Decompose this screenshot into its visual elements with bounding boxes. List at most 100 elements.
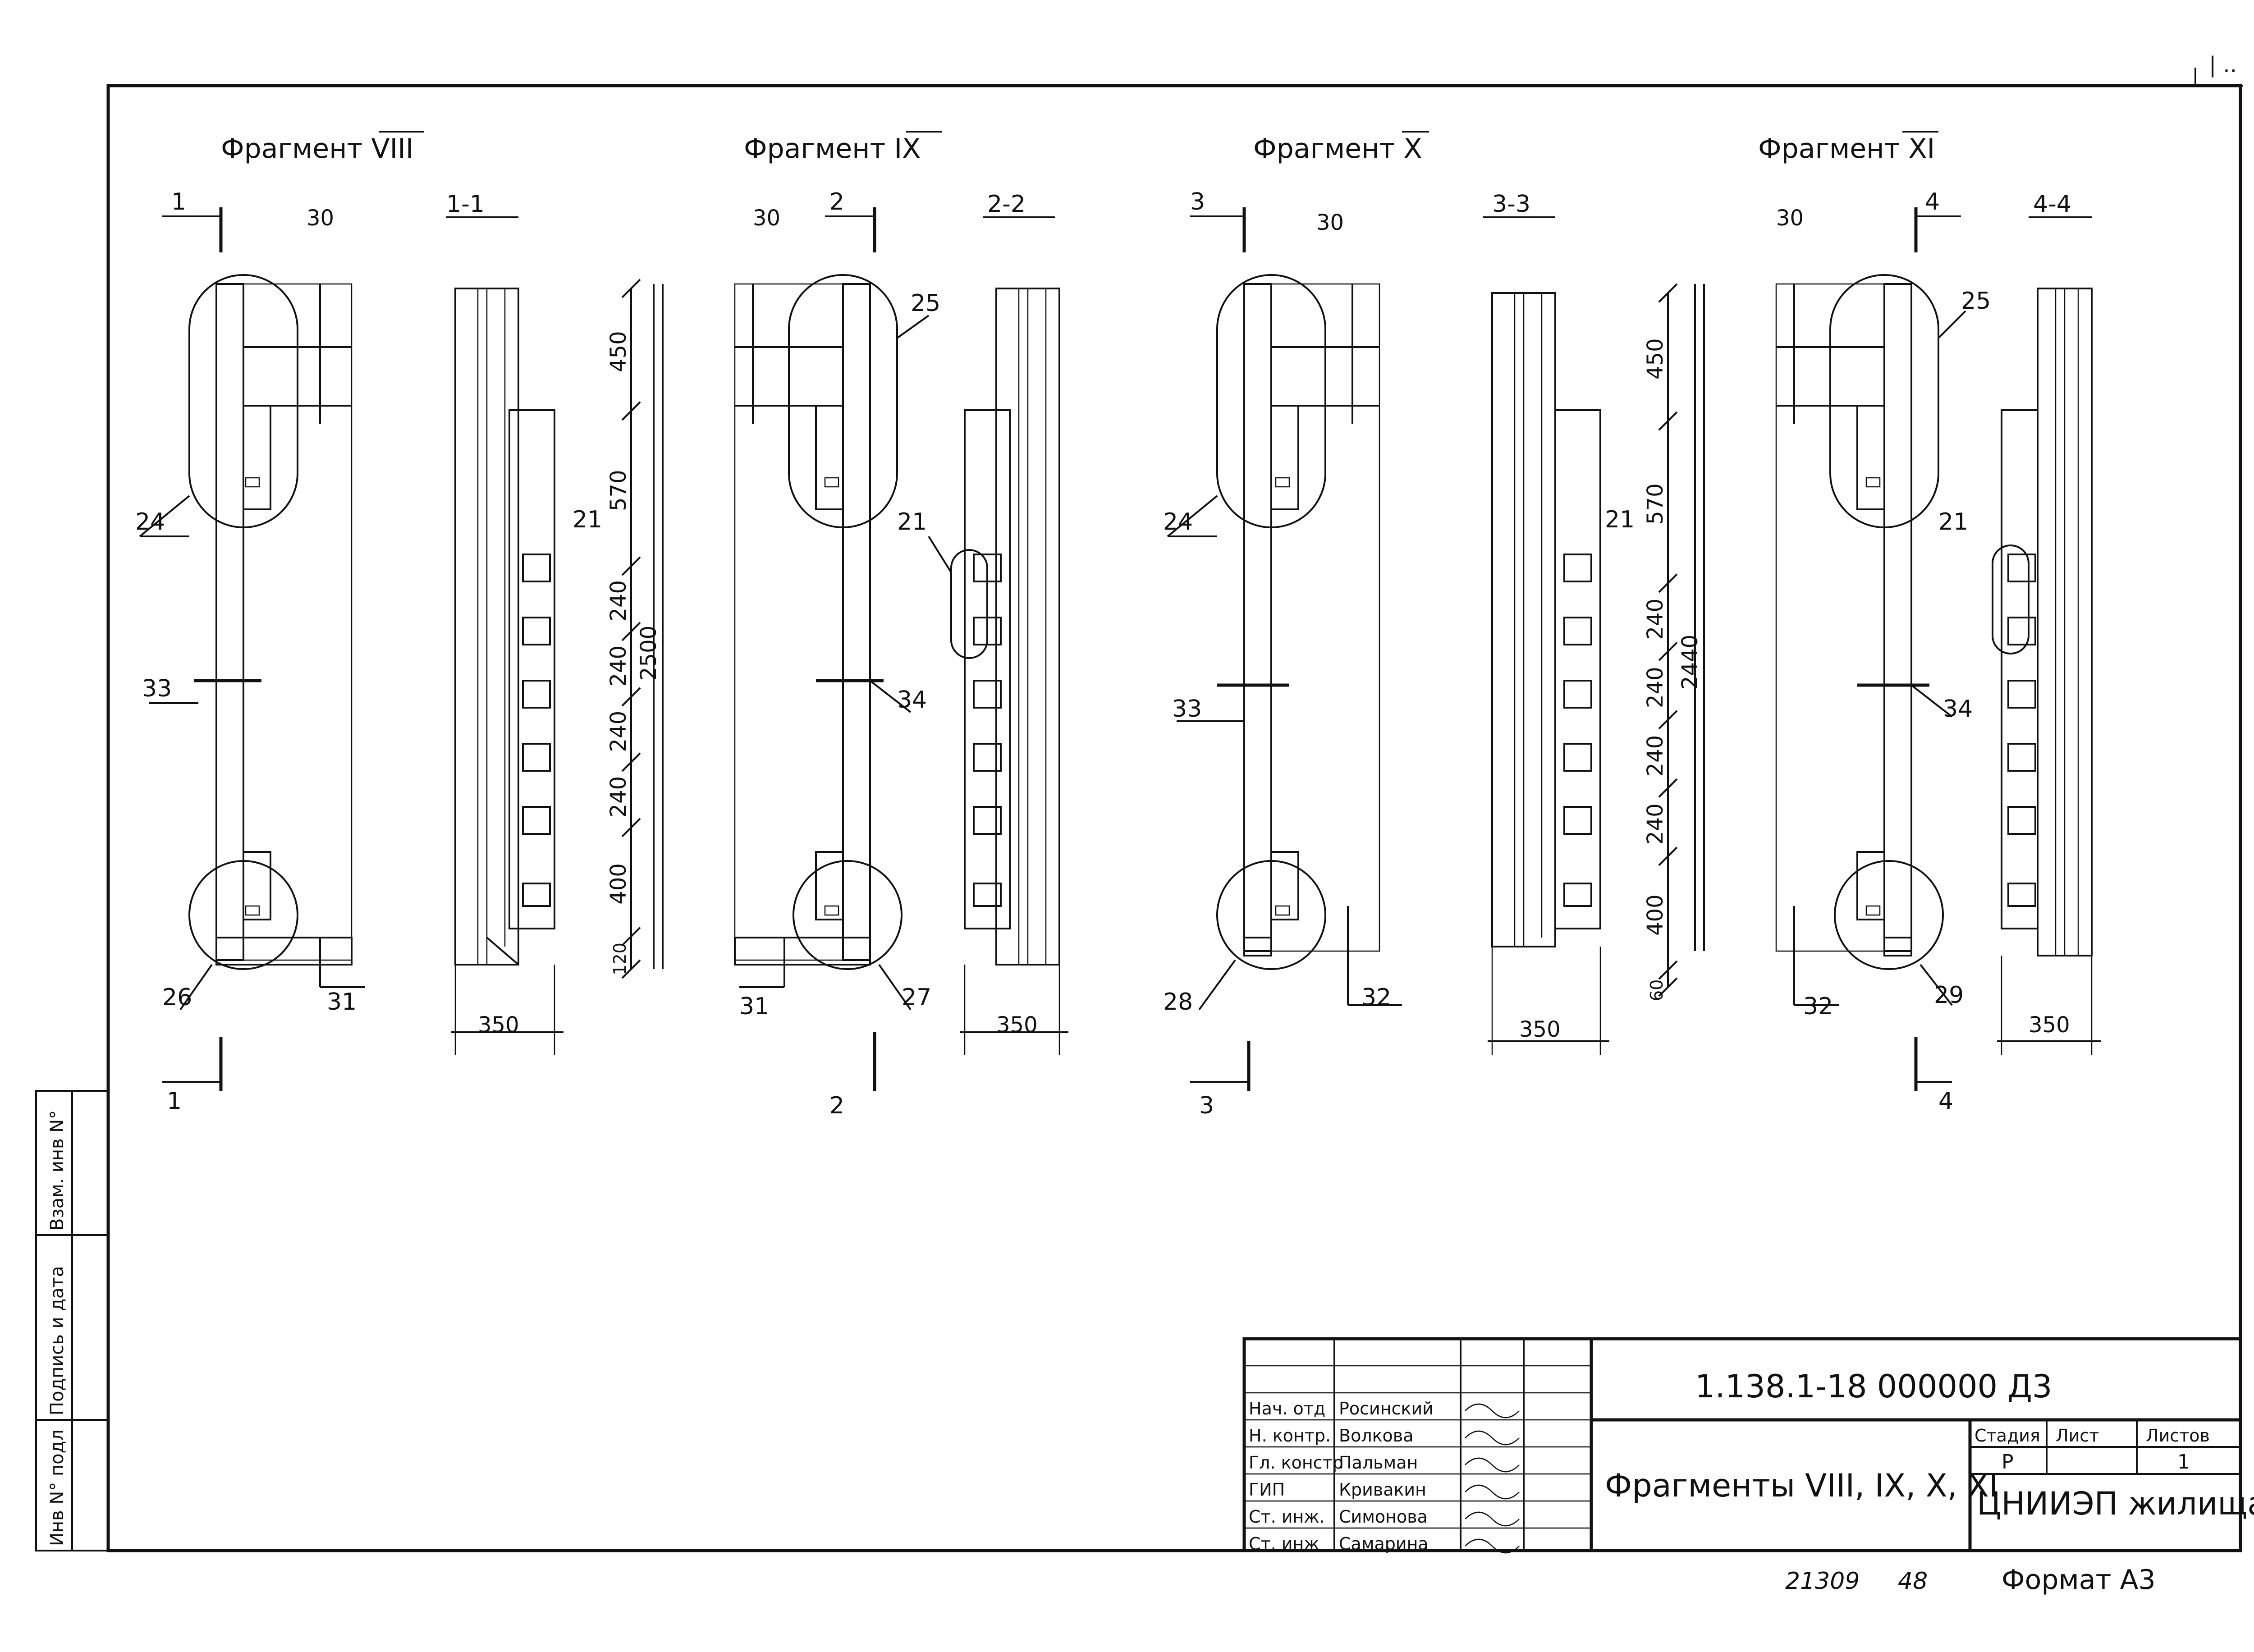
staff-role-3: Гл. констр xyxy=(1249,1453,1343,1473)
fragment-10-block-1 xyxy=(1563,554,1592,582)
staff-role-1: Нач. отд xyxy=(1249,1399,1325,1419)
fragment-9-leader-25: 25 xyxy=(911,290,940,317)
fragment-8-detail-blocks xyxy=(522,554,551,907)
fragment-9-title: Фрагмент IX xyxy=(744,133,921,165)
fragment-10-dim-label-7: 400 xyxy=(1643,894,1668,936)
fragment-10-block-3 xyxy=(1563,680,1592,709)
staff-signature-2 xyxy=(1465,1430,1520,1446)
sheet-format: Формат А3 xyxy=(2002,1564,2156,1596)
fragment-11-leader-25: 25 xyxy=(1961,288,1991,315)
fragment-8-leader-24: 24 xyxy=(135,508,165,535)
fragment-9-block-4 xyxy=(973,743,1002,772)
fragment-10-dim-label-2: 570 xyxy=(1643,483,1668,525)
fragment-10-plan xyxy=(1167,274,1402,1011)
fragment-8-dim-label-5: 240 xyxy=(606,711,631,752)
fragment-8-leader-31: 31 xyxy=(327,988,357,1016)
fragment-8-dim-label-6: 240 xyxy=(606,776,631,818)
fragment-10-section xyxy=(1488,284,1705,1055)
fragment-11-cut-marks xyxy=(1914,207,1961,1091)
fragment-10-dim-tick-1 xyxy=(1658,411,1678,431)
fragment-9-top-dim: 30 xyxy=(753,206,780,231)
fragment-10-block-5 xyxy=(1563,806,1592,835)
sheets-value: 1 xyxy=(2177,1451,2190,1474)
fragment-9-plan xyxy=(734,274,930,1011)
fragment-11-section-title: 4-4 xyxy=(2033,191,2071,218)
fragment-11-plan xyxy=(1775,274,1966,1006)
fragment-9-section-title: 2-2 xyxy=(987,191,1026,218)
fragment-10-dim-tick-4 xyxy=(1658,710,1678,730)
staff-signature-4 xyxy=(1465,1484,1520,1500)
fragment-10-cut-label-bottom: 3 xyxy=(1199,1092,1214,1119)
fragment-8-cut-label-top: 1 xyxy=(171,188,186,215)
fragment-8-dim-tick-8 xyxy=(621,959,641,979)
fragment-8-dim-label-8: 120 xyxy=(610,943,630,975)
fragment-8-cut-label-bottom: 1 xyxy=(167,1088,182,1115)
fragment-8-dim-tick-2 xyxy=(621,556,641,576)
fragment-11-top-dim: 30 xyxy=(1776,206,1804,231)
fragment-10-block-4 xyxy=(1563,743,1592,772)
fragment-8-dim-tick-6 xyxy=(621,818,641,837)
fragment-8-dim-label-3: 240 xyxy=(606,580,631,622)
fragment-9-block-1 xyxy=(973,554,1002,582)
staff-name-4: Кривакин xyxy=(1339,1480,1426,1500)
fragment-10-dim-tick-3 xyxy=(1658,641,1678,661)
fragment-9-cut-label-bottom: 2 xyxy=(829,1092,844,1119)
fragment-11-block-2 xyxy=(2007,617,2036,645)
staff-name-6: Самарина xyxy=(1339,1534,1429,1554)
fragment-8-top-dim: 30 xyxy=(307,206,334,231)
title-block xyxy=(1242,1337,2242,1552)
fragment-8-dim-tick-5 xyxy=(621,752,641,772)
sheet-header: Лист xyxy=(2056,1426,2099,1446)
fragment-8-total-dim: 2500 xyxy=(636,626,661,681)
fragment-10-title: Фрагмент X xyxy=(1253,133,1422,165)
fragment-11-width-dim: 350 xyxy=(2029,1012,2070,1038)
fragment-8-dim-label-7: 400 xyxy=(606,863,631,905)
staff-name-3: Пальман xyxy=(1339,1453,1418,1473)
fragment-10-leader-32: 32 xyxy=(1361,984,1391,1011)
fragment-10-dim-tick-7 xyxy=(1658,960,1678,980)
side-stamp: Инв N° подл Подпись и дата Взам. инв N° xyxy=(35,1090,109,1551)
fragment-8-detail-label: 21 xyxy=(573,506,602,533)
stamp-inv-original: Инв N° подл xyxy=(47,1429,68,1546)
fragment-9-leader-34: 34 xyxy=(897,686,927,714)
fragment-9-block-bottom xyxy=(973,883,1002,907)
drawing-code: 1.138.1-18 000000 Д3 xyxy=(1695,1368,2052,1405)
fragment-10-dim-tick-8 xyxy=(1658,977,1678,997)
fragment-10-leader-33: 33 xyxy=(1172,696,1202,723)
staff-name-5: Симонова xyxy=(1339,1507,1428,1527)
fragment-9-block-2 xyxy=(973,617,1002,645)
fragment-8-block-1 xyxy=(522,554,551,582)
fragment-10-detail-blocks xyxy=(1563,554,1592,907)
fragment-11-title: Фрагмент XI xyxy=(1758,133,1935,165)
fragment-8-dim-tick-4 xyxy=(621,687,641,707)
staff-signature-1 xyxy=(1465,1403,1520,1419)
stage-header: Стадия xyxy=(1975,1426,2040,1446)
fragment-10-block-2 xyxy=(1563,617,1592,645)
fragment-11-block-3 xyxy=(2007,680,2036,709)
fragment-10-cut-label-top: 3 xyxy=(1190,188,1205,215)
page-number: 48 xyxy=(1898,1568,1928,1595)
fragment-8-leader-26: 26 xyxy=(162,984,192,1011)
fragment-10-dim-tick-2 xyxy=(1658,573,1678,593)
fragment-9-width-dim: 350 xyxy=(996,1012,1038,1038)
fragment-10-leader-24: 24 xyxy=(1163,508,1193,535)
organization-name: ЦНИИЭП жилища xyxy=(1977,1485,2254,1522)
staff-name-1: Росинский xyxy=(1339,1399,1434,1419)
fragment-11-leader-29: 29 xyxy=(1934,982,1964,1009)
staff-signature-6 xyxy=(1465,1538,1520,1554)
fragment-10-dim-tick-0 xyxy=(1658,283,1678,303)
fragment-10-top-dim: 30 xyxy=(1316,210,1344,235)
fragment-9-detail-label: 21 xyxy=(897,508,927,535)
fragment-8-block-2 xyxy=(522,617,551,645)
fragment-8-dim-label-1: 450 xyxy=(606,331,631,372)
fragment-8-block-4 xyxy=(522,743,551,772)
fragment-8-title: Фрагмент VIII xyxy=(221,133,414,165)
fragment-9-cut-label-top: 2 xyxy=(829,188,844,215)
sheets-header: Листов xyxy=(2146,1426,2210,1446)
fragment-8-section xyxy=(451,284,664,1055)
fragment-10-dim-label-4: 240 xyxy=(1643,667,1668,708)
staff-role-6: Ст. инж xyxy=(1249,1534,1319,1554)
fragment-8-block-bottom xyxy=(522,883,551,907)
